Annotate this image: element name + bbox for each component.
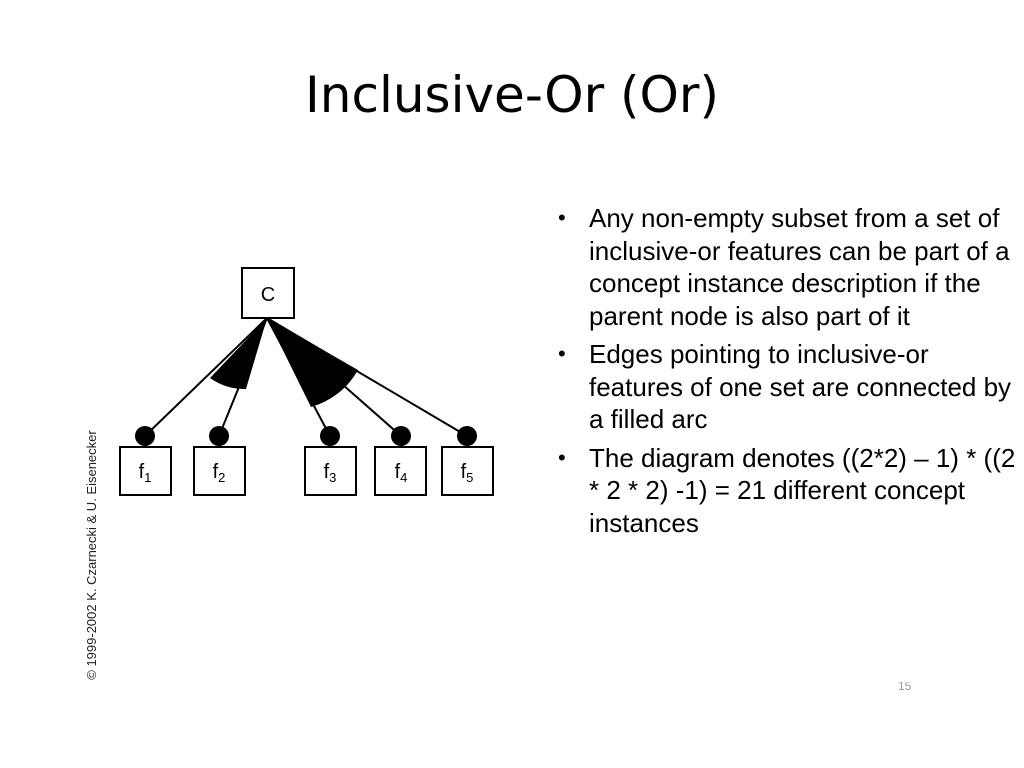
slide-title: Inclusive-Or (Or)	[305, 66, 719, 124]
feature-node-f3	[304, 446, 357, 496]
feature-dot-f5	[457, 426, 477, 446]
feature-node-f4	[374, 446, 427, 496]
edge-c-f5	[266, 317, 468, 437]
bullet-item: • Edges pointing to inclusive-or features…	[556, 338, 1016, 436]
feature-dot-f1	[135, 426, 155, 446]
feature-dot-f3	[320, 426, 340, 446]
page-number: 15	[898, 682, 912, 693]
feature-node-f1	[119, 446, 172, 496]
edge-c-f4	[266, 317, 402, 437]
feature-label-f2: f2	[213, 461, 226, 485]
or-group-arc-2	[267, 318, 358, 407]
bullet-item: • The diagram denotes ((2*2) – 1) * ((2 *…	[556, 442, 1016, 540]
root-node-c	[241, 267, 295, 319]
feature-node-f2	[193, 446, 246, 496]
edge-c-f1	[144, 317, 268, 437]
bullet-dot-icon: •	[558, 205, 566, 230]
bullet-text: Any non-empty subset from a set of inclu…	[589, 203, 1010, 331]
feature-label-f5: f5	[461, 461, 474, 485]
edge-c-f3	[266, 317, 331, 437]
bullet-text: Edges pointing to inclusive-or features …	[589, 339, 1012, 434]
edge-c-f2	[218, 317, 268, 437]
bullet-text: The diagram denotes ((2*2) – 1) * ((2 * …	[589, 442, 1016, 538]
feature-node-f5	[441, 446, 494, 496]
bullet-item: • Any non-empty subset from a set of incl…	[556, 202, 1016, 332]
copyright-notice: © 1999-2002 K. Czarnecki & U. Eisenecker	[84, 430, 99, 680]
bullet-list: • Any non-empty subset from a set of incl…	[556, 202, 1016, 545]
or-group-arc-1	[210, 318, 267, 390]
feature-label-f4: f4	[395, 461, 408, 485]
feature-dot-f2	[209, 426, 229, 446]
feature-dot-f4	[391, 426, 411, 446]
root-node-label: C	[261, 284, 275, 306]
bullet-dot-icon: •	[558, 444, 566, 470]
feature-label-f1: f1	[139, 461, 152, 485]
bullet-dot-icon: •	[558, 341, 566, 366]
feature-label-f3: f3	[324, 461, 337, 485]
feature-diagram: C f1 f2 f3 f4 f5	[119, 267, 494, 496]
